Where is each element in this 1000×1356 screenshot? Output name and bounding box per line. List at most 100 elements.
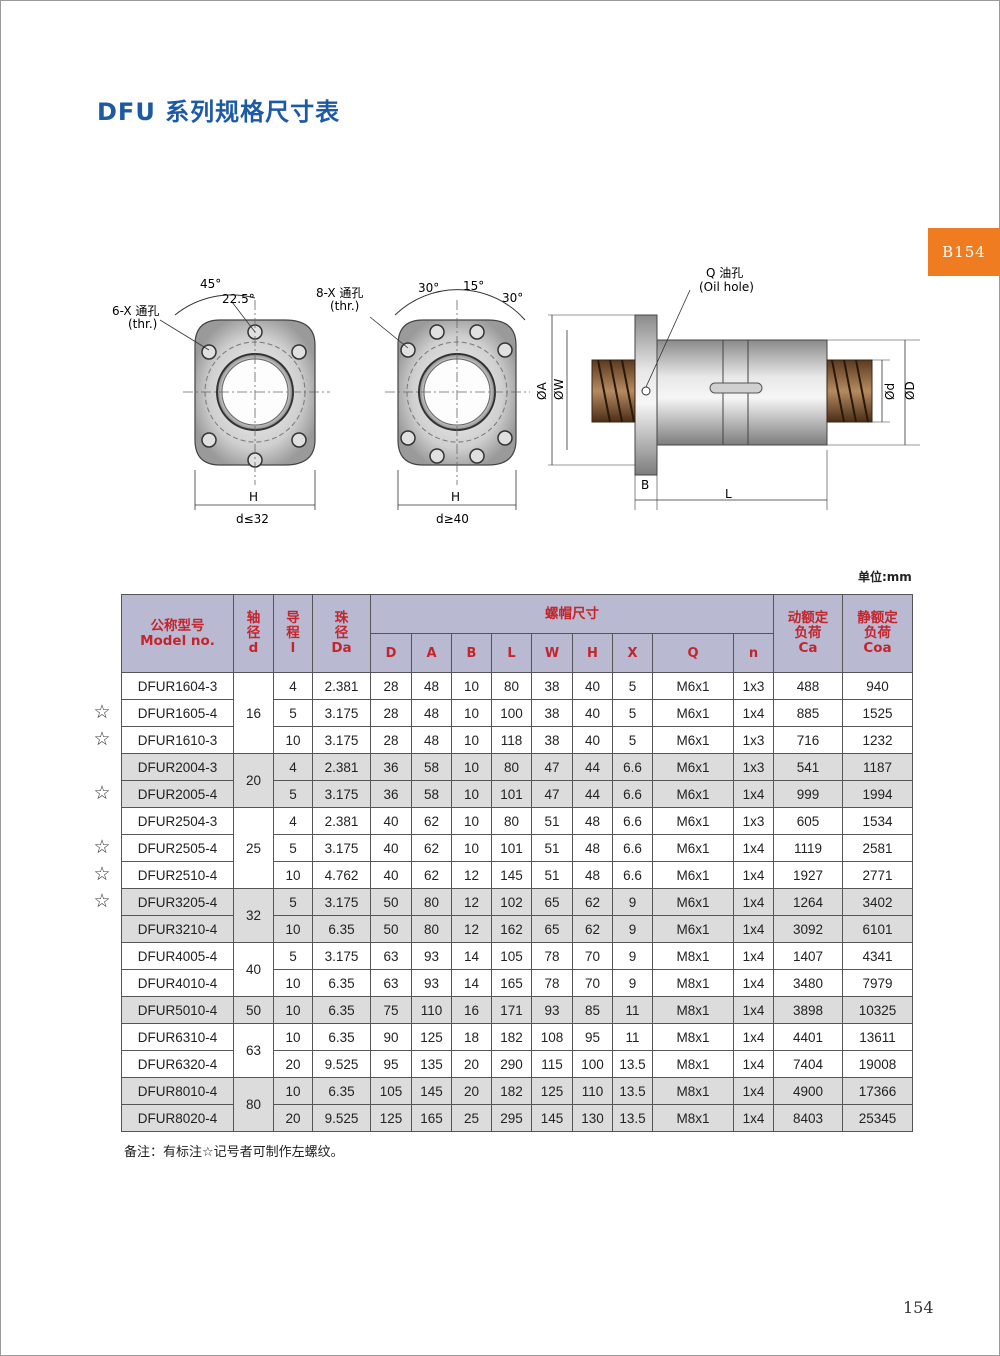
cell-h: 48 bbox=[572, 861, 613, 889]
cell-n: 1x3 bbox=[732, 726, 775, 754]
cell-h: 70 bbox=[572, 969, 613, 997]
cell-a: 125 bbox=[411, 1023, 452, 1051]
cell-q: M8x1 bbox=[652, 942, 734, 970]
cell-da: 6.35 bbox=[312, 969, 371, 997]
header-stat-2: 负荷 bbox=[864, 625, 892, 641]
oil-hole-label-en: (Oil hole) bbox=[699, 280, 754, 294]
cell-h: 44 bbox=[572, 753, 613, 781]
cell-x: 6.6 bbox=[612, 780, 653, 808]
cell-a: 62 bbox=[411, 861, 452, 889]
cell-x: 9 bbox=[612, 969, 653, 997]
header-stat-sym: Coa bbox=[863, 640, 892, 656]
nut-side-view: Q 油孔 (Oil hole) ØA ØW Ød ØD B L bbox=[535, 266, 920, 510]
cell-n: 1x4 bbox=[732, 1077, 775, 1105]
cell-h: 70 bbox=[572, 942, 613, 970]
cell-ca: 4900 bbox=[773, 1077, 844, 1105]
cell-d: 40 bbox=[370, 861, 412, 889]
cell-coa: 10325 bbox=[842, 996, 914, 1024]
unit-label: 单位:mm bbox=[858, 570, 912, 584]
cell-h: 40 bbox=[572, 726, 613, 754]
cell-ca: 4401 bbox=[773, 1023, 844, 1051]
cell-a: 93 bbox=[411, 942, 452, 970]
cell-da: 3.175 bbox=[312, 834, 371, 862]
cell-h: 44 bbox=[572, 780, 613, 808]
cell-x: 6.6 bbox=[612, 807, 653, 835]
cell-shaft-diameter: 16 bbox=[233, 672, 274, 754]
cell-l: 100 bbox=[491, 699, 532, 727]
cell-q: M6x1 bbox=[652, 834, 734, 862]
cell-q: M6x1 bbox=[652, 672, 734, 700]
cell-n: 1x3 bbox=[732, 807, 775, 835]
cell-b: 12 bbox=[451, 888, 492, 916]
cell-l: 10 bbox=[273, 1077, 313, 1105]
cell-d: 95 bbox=[370, 1050, 412, 1078]
header-model-cn: 公称型号 bbox=[150, 617, 205, 634]
cell-d: 28 bbox=[370, 699, 412, 727]
cell-l: 165 bbox=[491, 969, 532, 997]
cell-l: 4 bbox=[273, 672, 313, 700]
cell-d: 28 bbox=[370, 672, 412, 700]
cell-coa: 1187 bbox=[842, 753, 914, 781]
cell-l: 80 bbox=[491, 807, 532, 835]
cell-b: 14 bbox=[451, 969, 492, 997]
cell-h: 48 bbox=[572, 807, 613, 835]
cell-ca: 488 bbox=[773, 672, 844, 700]
cell-coa: 6101 bbox=[842, 915, 914, 943]
cell-da: 9.525 bbox=[312, 1104, 371, 1132]
cell-l: 80 bbox=[491, 672, 532, 700]
cell-l: 182 bbox=[491, 1077, 532, 1105]
left-hole-label-en: (thr.) bbox=[128, 317, 157, 331]
cell-x: 6.6 bbox=[612, 861, 653, 889]
cell-n: 1x4 bbox=[732, 915, 775, 943]
cell-h: 48 bbox=[572, 834, 613, 862]
cell-w: 78 bbox=[531, 942, 573, 970]
cell-q: M8x1 bbox=[652, 1050, 734, 1078]
header-shaft: 轴 径 d bbox=[233, 594, 274, 673]
header-ball-cn-1: 珠 bbox=[334, 610, 349, 626]
cell-l: 20 bbox=[273, 1104, 313, 1132]
cell-l: 4 bbox=[273, 807, 313, 835]
cell-n: 1x4 bbox=[732, 1050, 775, 1078]
cell-model: DFUR3205-4 bbox=[121, 888, 234, 916]
cell-ca: 1927 bbox=[773, 861, 844, 889]
cell-q: M8x1 bbox=[652, 1077, 734, 1105]
cell-h: 40 bbox=[572, 699, 613, 727]
cell-n: 1x4 bbox=[732, 834, 775, 862]
cell-ca: 8403 bbox=[773, 1104, 844, 1132]
cell-coa: 3402 bbox=[842, 888, 914, 916]
cell-w: 38 bbox=[531, 726, 573, 754]
middle-angle-3: 30° bbox=[502, 291, 523, 305]
cell-x: 9 bbox=[612, 942, 653, 970]
cell-coa: 13611 bbox=[842, 1023, 914, 1051]
header-ball-sym: Da bbox=[331, 640, 352, 656]
cell-n: 1x4 bbox=[732, 1104, 775, 1132]
cell-w: 51 bbox=[531, 834, 573, 862]
cell-shaft-diameter: 80 bbox=[233, 1077, 274, 1132]
cell-d: 105 bbox=[370, 1077, 412, 1105]
cell-da: 6.35 bbox=[312, 915, 371, 943]
header-ball: 珠 径 Da bbox=[312, 594, 371, 673]
dim-B-label: B bbox=[641, 478, 649, 492]
star-marker: ☆ bbox=[93, 701, 111, 723]
cell-da: 4.762 bbox=[312, 861, 371, 889]
cell-ca: 3092 bbox=[773, 915, 844, 943]
cell-n: 1x4 bbox=[732, 699, 775, 727]
dim-W-label: ØW bbox=[552, 379, 566, 400]
cell-l: 4 bbox=[273, 753, 313, 781]
cell-w: 51 bbox=[531, 861, 573, 889]
header-static-load: 静额定 负荷 Coa bbox=[842, 594, 914, 673]
flange-6-hole-view: 6-X 通孔 (thr.) 45° 22.5° H d≤32 bbox=[112, 277, 330, 526]
cell-model: DFUR2004-3 bbox=[121, 753, 234, 781]
cell-coa: 25345 bbox=[842, 1104, 914, 1132]
cell-coa: 19008 bbox=[842, 1050, 914, 1078]
cell-l: 5 bbox=[273, 888, 313, 916]
oil-hole-label: Q 油孔 bbox=[706, 266, 743, 280]
cell-w: 47 bbox=[531, 753, 573, 781]
cell-x: 5 bbox=[612, 672, 653, 700]
cell-model: DFUR3210-4 bbox=[121, 915, 234, 943]
